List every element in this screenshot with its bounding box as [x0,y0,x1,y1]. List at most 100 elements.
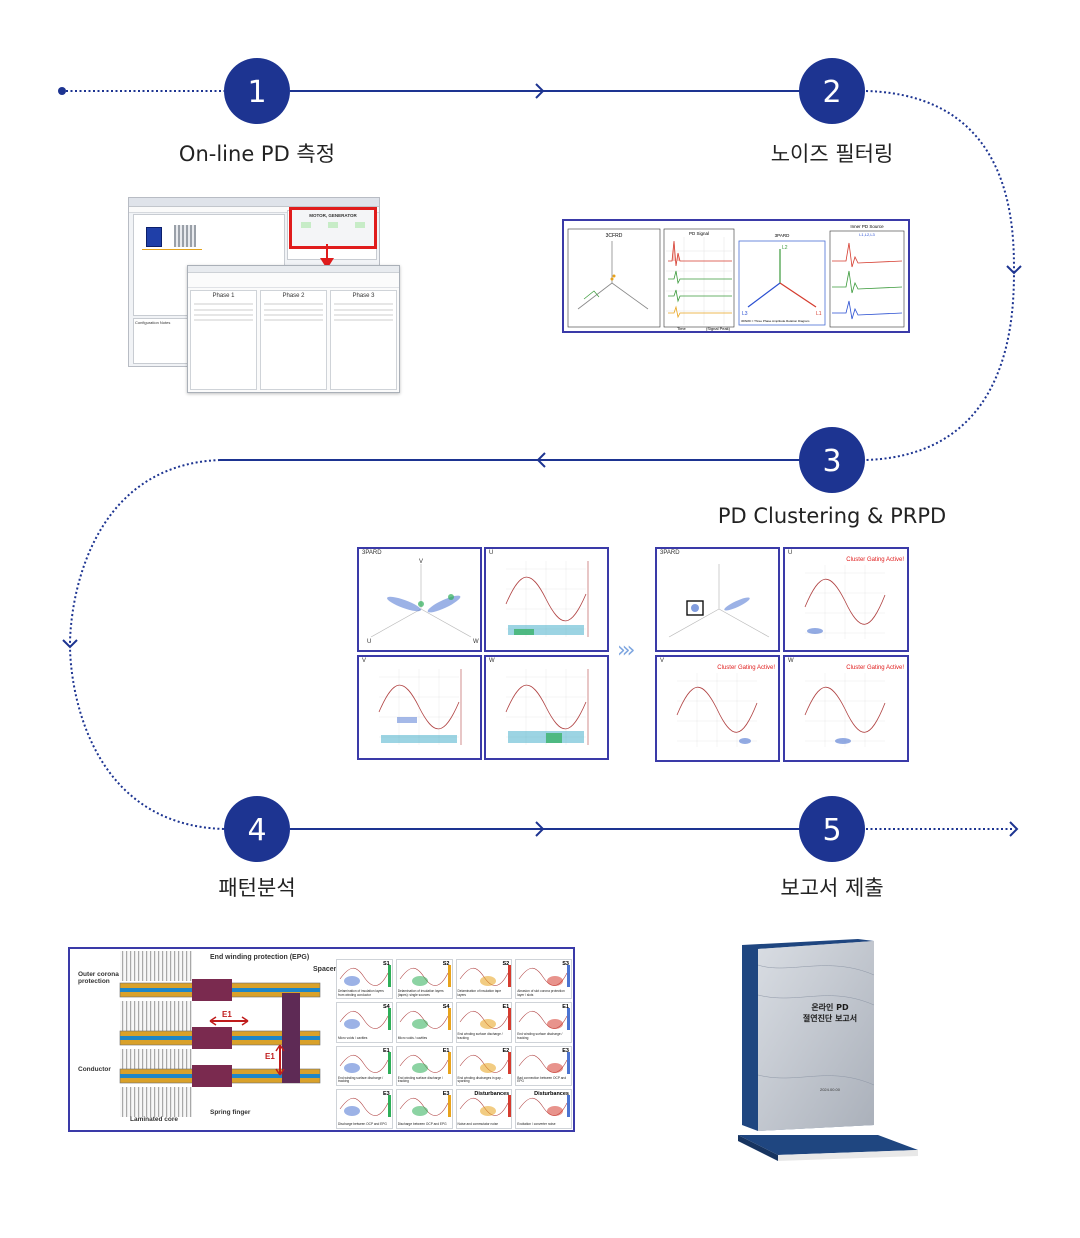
pattern-cell-caption: End winding surface discharge / tracking [338,1075,384,1084]
prpd-label-w: W [473,639,479,645]
pattern-cell-tag: E3 [442,1090,450,1097]
e1-label: E1 [265,1052,275,1061]
chevron-right-icon [535,821,545,837]
report-date: 2024.00.00 [819,1087,841,1092]
config-notes-title: Configuration Notes [135,320,171,325]
pattern-thumbnail [459,1094,511,1117]
spacer-label: Spacer [313,966,337,973]
chart-3cfrd-title: 3CFRD [606,233,623,239]
prpd-w-gated-title: W [788,658,794,664]
pattern-cell-tag: E1 [502,1004,510,1011]
prpd-label-u: U [367,639,372,645]
chevron-right-icon [1009,821,1019,837]
core-label: Laminated core [130,1116,179,1123]
prpd-right-group: 3PARD U Cluster Gating Active! V Cluster… [655,547,909,762]
pattern-cell-caption: Discharge between OCP and EPG [338,1122,387,1127]
step-4-label: 패턴분석 [218,876,296,900]
step-number: 1 [247,75,266,110]
pattern-cell-tag: E3 [562,1047,569,1054]
step-number: 4 [247,813,266,848]
flow-start-dot [58,87,66,95]
pattern-cell-tag: E1 [442,1047,450,1054]
phase-3-title: Phase 3 [352,293,375,299]
prpd-v-gated-panel: V Cluster Gating Active! [655,655,780,762]
pattern-thumbnail [459,1051,511,1074]
prpd-u-panel: U [484,547,609,652]
chart-pd-signal-xlabel2: (Signal Peak) [706,326,731,331]
pattern-cell-tag: S1 [383,961,390,967]
pattern-analysis-panel: End winding protection (EPG) Spacer Oute… [68,947,575,1132]
pattern-cell-caption: Discharge between OCP and EPG [397,1122,447,1127]
chart-3pard-title: 3PARD [775,233,790,238]
prpd-3pard-gated-title: 3PARD [660,550,680,556]
step-3-label: PD Clustering & PRPD [717,504,947,528]
pattern-thumbnail [519,1008,571,1031]
step-1-label: On-line PD 측정 [178,142,336,166]
step-3-badge: 3 [799,427,865,493]
prpd-u-gated-title: U [788,550,793,556]
pattern-thumbnail [399,1051,451,1074]
pattern-thumbnail [339,1051,391,1074]
cluster-active-text: Cluster Gating Active! [846,557,904,563]
chevron-down-icon [62,639,78,649]
pattern-cell-tag: S4 [383,1004,390,1011]
chart-inner-pd-sub: L1,L2,L3 [859,232,875,237]
pattern-thumbnail [519,1094,571,1117]
pattern-thumbnail [399,1094,451,1117]
pattern-cell-caption: Excitation / converter noise [517,1122,556,1127]
chart-3pard-caption: 3PARD = Three Phase Amplitude Relation D… [741,319,810,323]
pattern-thumbnail [339,1008,391,1031]
pattern-cell-caption: Abrasion of slot corona protection layer… [517,989,565,997]
step-1-badge: 1 [224,58,290,124]
step-number: 3 [822,444,841,479]
prpd-3pard-title: 3PARD [362,550,382,556]
pattern-thumbnail [399,965,451,987]
arrow-down-icon [320,244,334,269]
conductor-label: Conductor [78,1066,111,1073]
prpd-v-panel: V [357,655,482,760]
report-title-line2: 절연진단 보고서 [802,1014,858,1023]
step-number: 2 [822,75,841,110]
winding-cross-section [119,951,321,1117]
prpd-u-title: U [489,550,494,556]
pattern-thumbnail [459,965,511,987]
pattern-thumbnail [519,965,571,987]
pattern-cell-caption: End winding surface discharge / tracking [457,1032,503,1040]
node-highlight-box: MOTOR, GENERATOR [289,207,377,249]
pattern-cell-tag: S2 [502,961,510,967]
pattern-cell-tag: E1 [383,1047,390,1054]
prpd-label-v: V [419,559,424,565]
chevron-right-icon [535,83,545,99]
phase-1-title: Phase 1 [212,293,235,299]
pattern-cell-caption: End winding surface discharge / tracking [517,1032,563,1040]
pattern-cell-caption: Delamination of insulation layers (tapes… [397,989,444,997]
pattern-thumbnail [339,965,391,987]
pattern-cell-tag: S2 [442,961,450,967]
prpd-u-gated-panel: U Cluster Gating Active! [783,547,909,652]
step-2-badge: 2 [799,58,865,124]
pattern-cell-tag: E1 [562,1004,569,1011]
chevron-left-icon [536,452,546,468]
pattern-cell-tag: S3 [562,961,569,967]
step-5-label: 보고서 제출 [780,876,884,900]
e1-label: E1 [222,1010,232,1019]
flow-curve-3-4 [68,459,225,830]
pattern-cell-caption: End winding discharges in gap - sparking [457,1075,503,1084]
pattern-cell-caption: Delamination of insulation tape layers [457,989,502,997]
prpd-3pard-gated-panel: 3PARD [655,547,780,652]
cluster-active-text: Cluster Gating Active! [846,665,904,671]
outer-corona-label: Outer corona protection [78,971,119,986]
node-title: MOTOR, GENERATOR [309,213,357,218]
pattern-cell-tag: E3 [383,1090,390,1097]
prpd-3pard-panel: 3PARD V U W [357,547,482,652]
